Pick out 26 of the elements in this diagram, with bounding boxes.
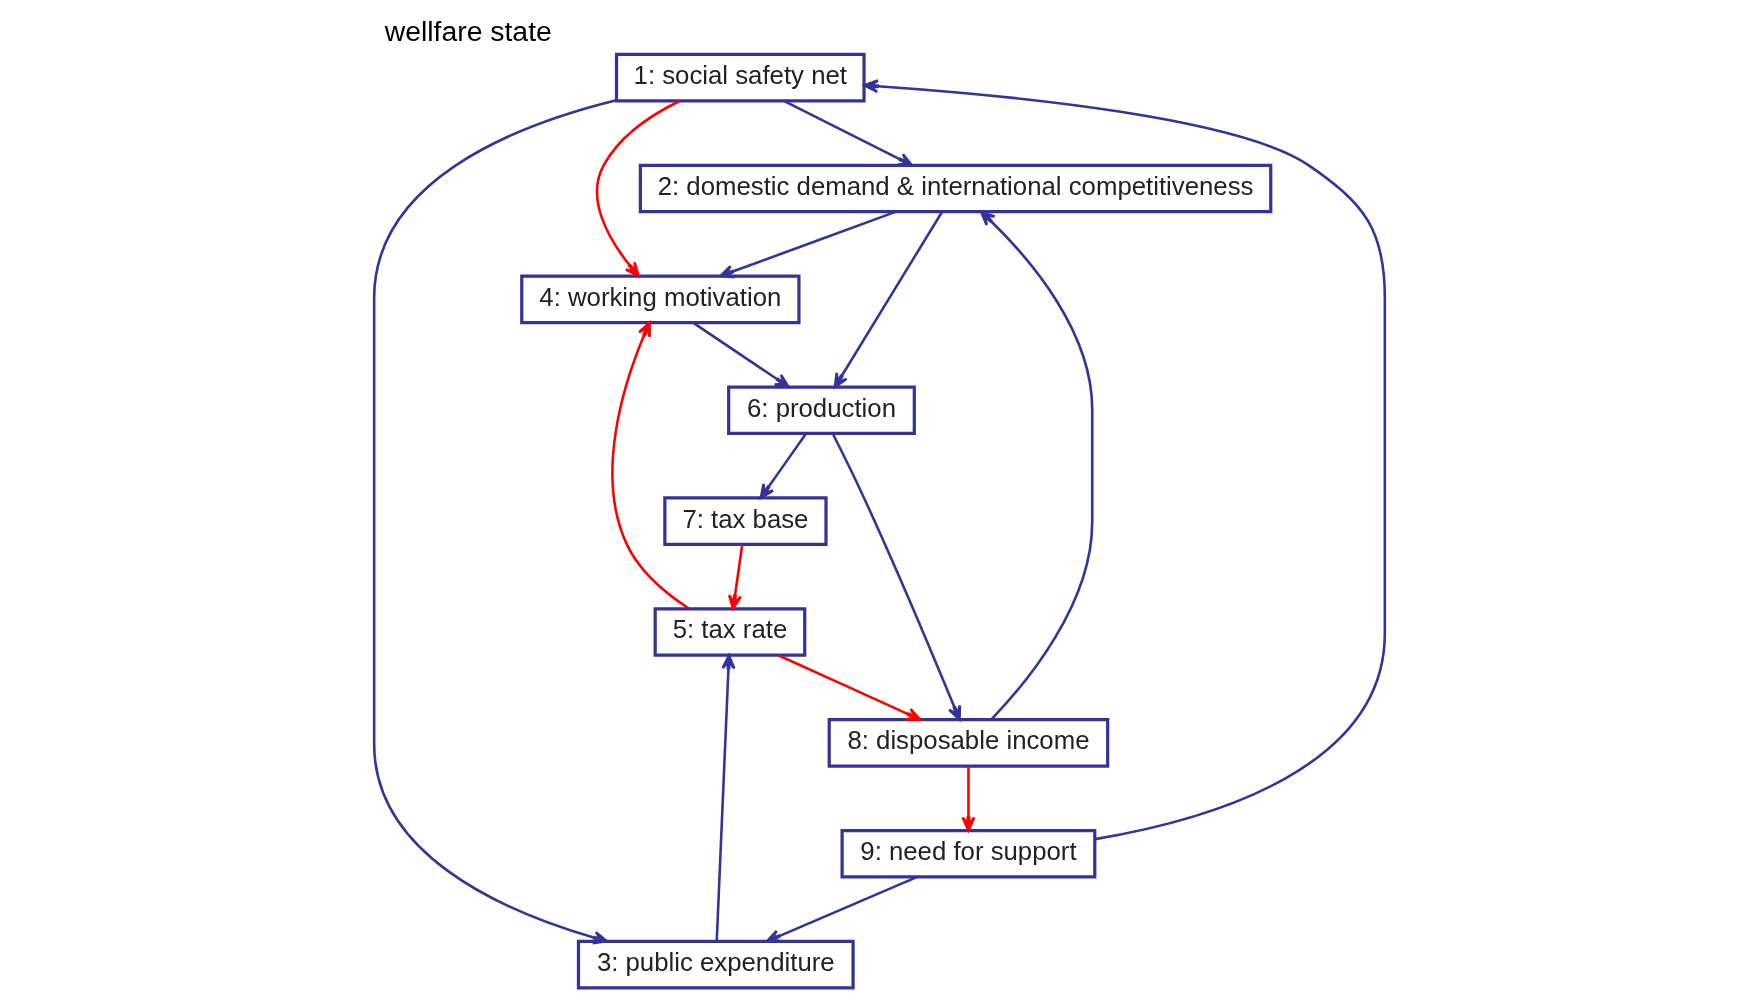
node-box: 4: working motivation [520,274,801,325]
node-box: 3: public expenditure [576,939,855,990]
arrow [715,654,736,942]
arrow [831,433,962,721]
arrow [833,211,944,389]
arrow [765,876,918,943]
arrow [372,99,617,945]
node-box: 2: domestic demand & international competitiveness [638,163,1273,214]
node-box: 7: tax base [663,496,828,546]
node-box: 1: social safety net [614,52,866,103]
node-box: 6: production [727,385,916,436]
arrow [611,321,690,610]
diagram-title: wellfare state [384,15,552,48]
arrow [719,210,896,279]
arrow [727,544,744,610]
node-box: 5: tax rate [653,607,807,657]
arrow [692,321,790,389]
node-box: 8: disposable income [827,718,1110,768]
arrow [595,99,681,278]
node-box: 9: need for support [840,828,1097,879]
arrow [979,210,1094,721]
arrow [863,79,1387,841]
arrow [759,433,807,500]
arrow [961,766,976,832]
arrow [783,99,914,167]
arrow [778,654,922,721]
